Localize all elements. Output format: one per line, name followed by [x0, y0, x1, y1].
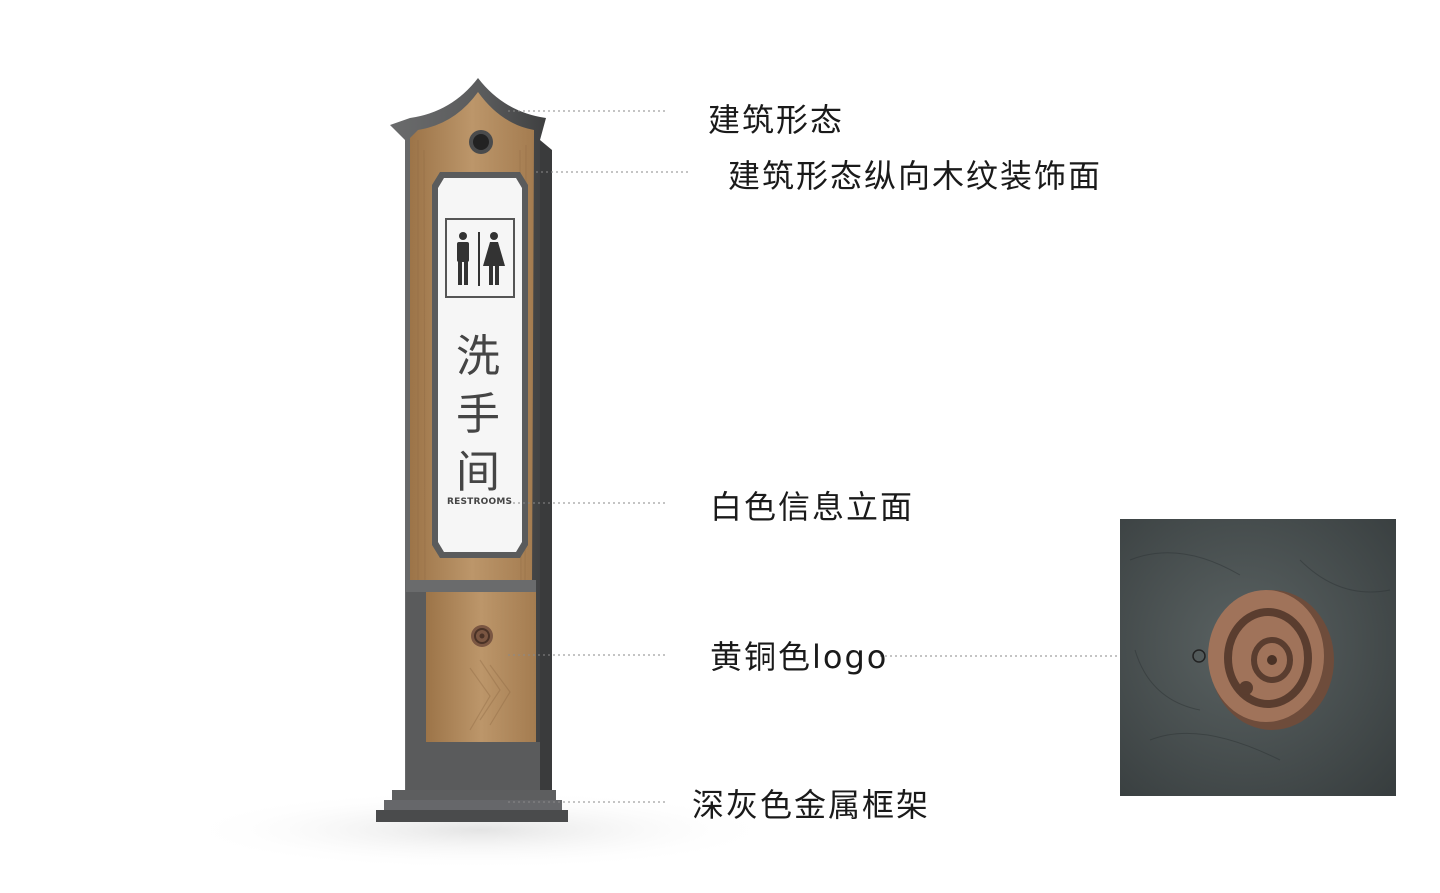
brass-logo-detail-photo: [1120, 519, 1396, 796]
detail-pointer-circle: [1192, 649, 1206, 663]
mid-frame-band: [406, 580, 536, 592]
restroom-icon-box: [445, 218, 515, 298]
sign-name-char-1: 洗: [456, 331, 500, 382]
lower-wood-face: [426, 592, 536, 742]
floor-shadow: [180, 790, 780, 870]
lower-frame-bottom: [426, 742, 540, 790]
base-step-1: [392, 790, 556, 800]
leader-lines: [508, 110, 1210, 803]
sign-name-char-3: 间: [456, 447, 500, 498]
sign-name-char-2: 手: [456, 389, 500, 440]
brass-logo-emblem-icon: [1208, 590, 1334, 730]
base-step-2: [384, 800, 562, 810]
chevron-grain: [469, 659, 511, 731]
restroom-man-woman-icon: [457, 232, 505, 286]
callout-roof: 建筑形态: [708, 101, 845, 139]
callout-frame: 深灰色金属框架: [692, 786, 931, 824]
sign-brass-logo-icon: [471, 625, 493, 647]
callout-wood-face: 建筑形态纵向木纹装饰面: [728, 157, 1103, 195]
callout-logo: 黄铜色logo: [710, 638, 889, 676]
base-step-3: [376, 810, 568, 822]
callout-info-face: 白色信息立面: [710, 488, 915, 526]
post-side-depth: [540, 140, 552, 790]
sign-name-en: RESTROOMS: [447, 497, 513, 507]
porthole-hole: [473, 134, 489, 150]
lower-frame-left: [406, 592, 426, 792]
